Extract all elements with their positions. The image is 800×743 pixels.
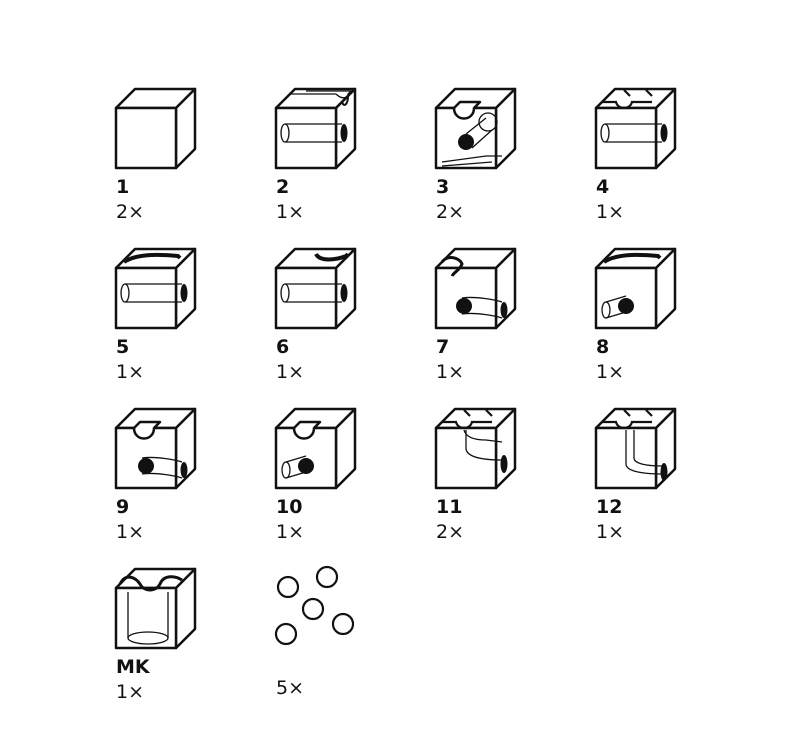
part-count: 1× [276,361,305,383]
cross-notch [602,89,653,110]
part-1-cube [114,87,197,170]
ball-hole [458,134,474,150]
top-channel [290,90,353,99]
marble-icon [301,597,325,621]
part-12-cube [594,407,677,490]
ball-hole [298,458,314,474]
tube-hole [660,124,668,142]
cube-front-face [594,106,658,170]
part-number: 6 [276,336,290,358]
part-5-cube [114,247,197,330]
part-number: 10 [276,496,303,518]
part-MK-cube [114,567,197,650]
part-count: 1× [596,521,625,543]
part-2-cube [274,87,357,170]
top-curve-channel [602,252,662,264]
part-count: 1× [596,201,625,223]
part-7-cube [434,247,517,330]
front-notch [292,420,322,440]
part-count: 2× [436,521,465,543]
top-curve-channel [314,252,350,262]
part-4-cube [594,87,677,170]
ball-hole [618,298,634,314]
cube-front-face [274,106,338,170]
part-number: 5 [116,336,130,358]
cube-front-face [114,586,178,650]
cube-front-face [274,266,338,330]
part-count: 2× [436,201,465,223]
part-count: 1× [116,361,145,383]
part-number: 4 [596,176,610,198]
part-count: 1× [116,521,145,543]
part-8-cube [594,247,677,330]
part-count: 1× [116,681,145,703]
part-count: 1× [436,361,465,383]
part-10-cube [274,407,357,490]
part-count: 1× [276,201,305,223]
ball-hole [138,458,154,474]
part-count: 2× [116,201,145,223]
part-number: 8 [596,336,610,358]
top-curve-channel [122,252,182,264]
ball-hole [456,298,472,314]
part-number: 12 [596,496,623,518]
marble-icon [274,622,298,646]
part-11-cube [434,407,517,490]
part-count: 1× [596,361,625,383]
marble-count: 5× [276,677,305,699]
part-number: 3 [436,176,450,198]
part-number: 1 [116,176,130,198]
part-number: 2 [276,176,290,198]
marbles [274,565,355,646]
marble-icon [315,565,339,589]
cube-front-face [114,266,178,330]
front-notch [452,100,482,120]
cube-front-face [114,106,178,170]
tube-hole [340,124,348,142]
marble-icon [331,612,355,636]
part-3-cube [434,87,517,170]
part-count: 1× [276,521,305,543]
tube-hole [180,284,188,302]
part-6-cube [274,247,357,330]
part-number: 9 [116,496,130,518]
part-number: 7 [436,336,450,358]
cross-notch [602,409,653,430]
marble-icon [276,575,300,599]
cross-notch [442,409,493,430]
part-number: MK [116,656,150,678]
part-9-cube [114,407,197,490]
tube-hole [340,284,348,302]
part-number: 11 [436,496,463,518]
front-notch [132,420,162,440]
